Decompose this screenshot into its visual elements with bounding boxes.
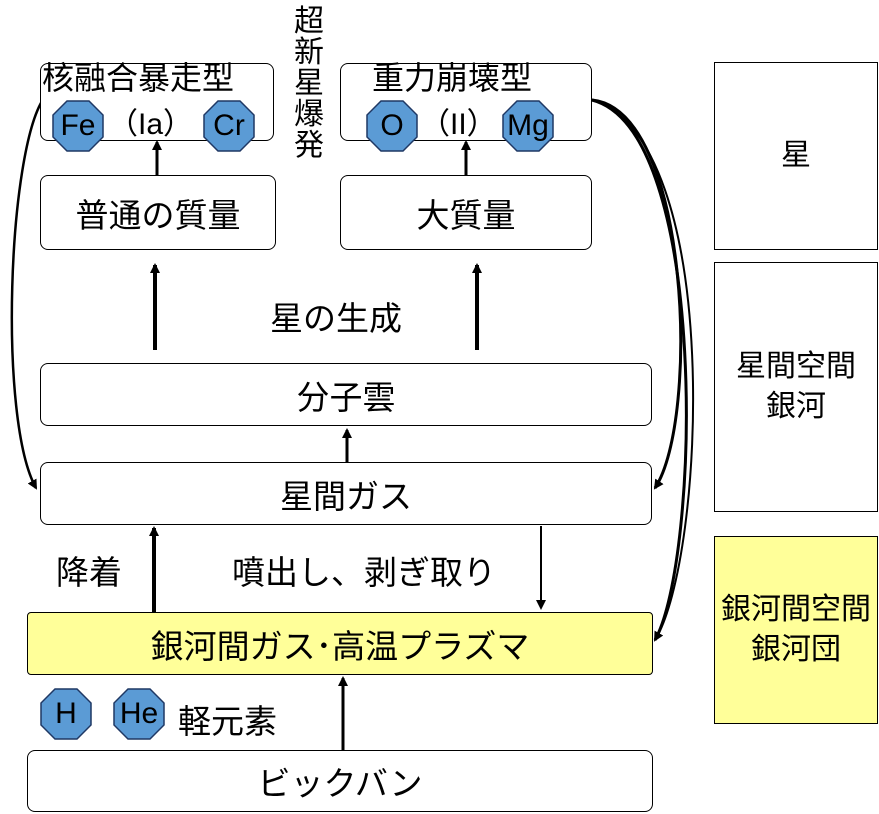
- element-fe-icon: Fe: [52, 100, 104, 152]
- molecular-cloud-box: 分子雲: [40, 363, 652, 426]
- thermonuclear-title: 核融合暴走型: [42, 59, 235, 97]
- element-mg-icon: Mg: [502, 100, 554, 152]
- normal-mass-box: 普通の質量: [40, 175, 276, 250]
- element-he-icon: He: [113, 688, 165, 740]
- big-bang-box: ビックバン: [27, 750, 653, 812]
- thermonuclear-type: （Ia）: [108, 108, 194, 141]
- light-elements-label: 軽元素: [178, 702, 277, 741]
- accretion-label: 降着: [56, 553, 122, 592]
- star-formation-label: 星の生成: [270, 299, 402, 338]
- core-collapse-title: 重力崩壊型: [372, 59, 533, 97]
- intergalactic-gas-box: 銀河間ガス･高温プラズマ: [27, 612, 653, 675]
- large-mass-box: 大質量: [340, 175, 592, 250]
- element-h-icon: H: [40, 688, 92, 740]
- side-panel-intergalactic: 銀河間空間 銀河団: [714, 536, 878, 724]
- ejection-label: 噴出し、剥ぎ取り: [232, 553, 496, 592]
- element-cr-icon: Cr: [203, 100, 255, 152]
- side-panel-star: 星: [714, 62, 878, 250]
- element-o-icon: O: [366, 100, 418, 152]
- supernova-vertical-label: 超 新 星 爆 発: [294, 4, 324, 163]
- core-collapse-type: （II）: [420, 108, 497, 141]
- side-panel-interstellar: 星間空間 銀河: [714, 262, 878, 512]
- interstellar-gas-box: 星間ガス: [40, 462, 652, 525]
